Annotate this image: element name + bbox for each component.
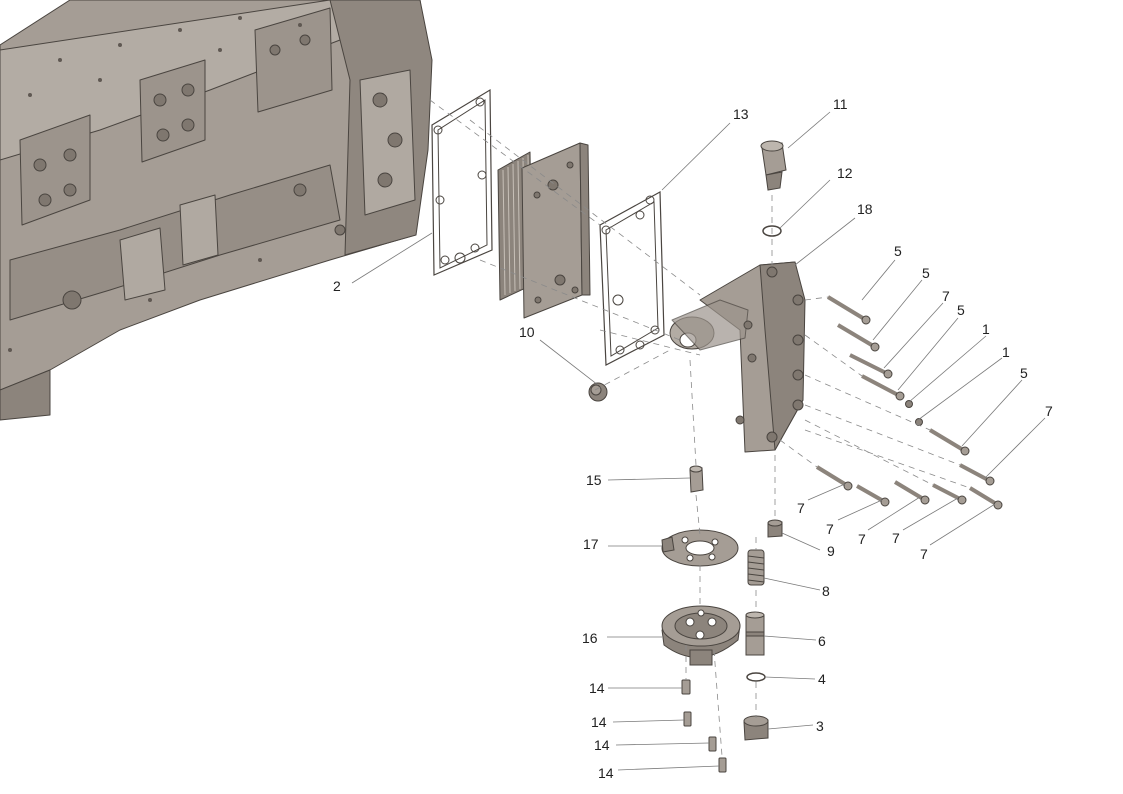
callout-labels: 2 10 13 11 12 18 5 5 7 5 1 1 5 7 7 7 7 7… [333,96,1053,781]
callout-5c: 5 [957,302,965,318]
callout-3: 3 [816,718,824,734]
callout-14c: 14 [594,737,610,753]
bolt-set [815,295,1003,510]
callout-7b: 7 [1045,403,1053,419]
callout-18: 18 [857,201,873,217]
callout-6: 6 [818,633,826,649]
callout-16: 16 [582,630,598,646]
bolts-14 [681,679,727,773]
callout-7a: 7 [942,288,950,304]
engine-block [0,0,433,421]
callout-1b: 1 [1002,344,1010,360]
callout-17: 17 [583,536,599,552]
washer-12 [762,225,782,237]
callout-1a: 1 [982,321,990,337]
callout-5b: 5 [922,265,930,281]
fitting-11 [760,140,787,191]
callout-14a: 14 [589,680,605,696]
callout-7f: 7 [892,530,900,546]
callout-7c: 7 [797,500,805,516]
plate-17 [661,529,739,567]
plug-3 [743,715,769,741]
callout-4: 4 [818,671,826,687]
plug-15 [689,465,704,493]
oil-cooler-core [497,142,591,319]
plug-10 [588,382,608,402]
assembly-lines [429,99,971,757]
callout-15: 15 [586,472,602,488]
valve-6 [745,611,765,656]
callout-11: 11 [833,96,848,112]
filter-head-16 [661,605,741,666]
callout-14b: 14 [591,714,607,730]
gasket-2 [431,88,493,276]
callout-5d: 5 [1020,365,1028,381]
callout-7d: 7 [826,521,834,537]
plug-9 [767,519,783,538]
callout-12: 12 [837,165,853,181]
leader-lines [351,111,1046,771]
callout-8: 8 [822,583,830,599]
housing-18 [669,261,806,453]
callout-13: 13 [733,106,749,122]
gasket-13 [599,191,665,366]
o-ring-4 [746,672,766,682]
callout-14d: 14 [598,765,614,781]
callout-9: 9 [827,543,835,559]
callout-2: 2 [333,278,341,294]
callout-10: 10 [519,324,535,340]
callout-5a: 5 [894,243,902,259]
callout-7e: 7 [858,531,866,547]
callout-7g: 7 [920,546,928,562]
spring-8 [747,549,765,586]
